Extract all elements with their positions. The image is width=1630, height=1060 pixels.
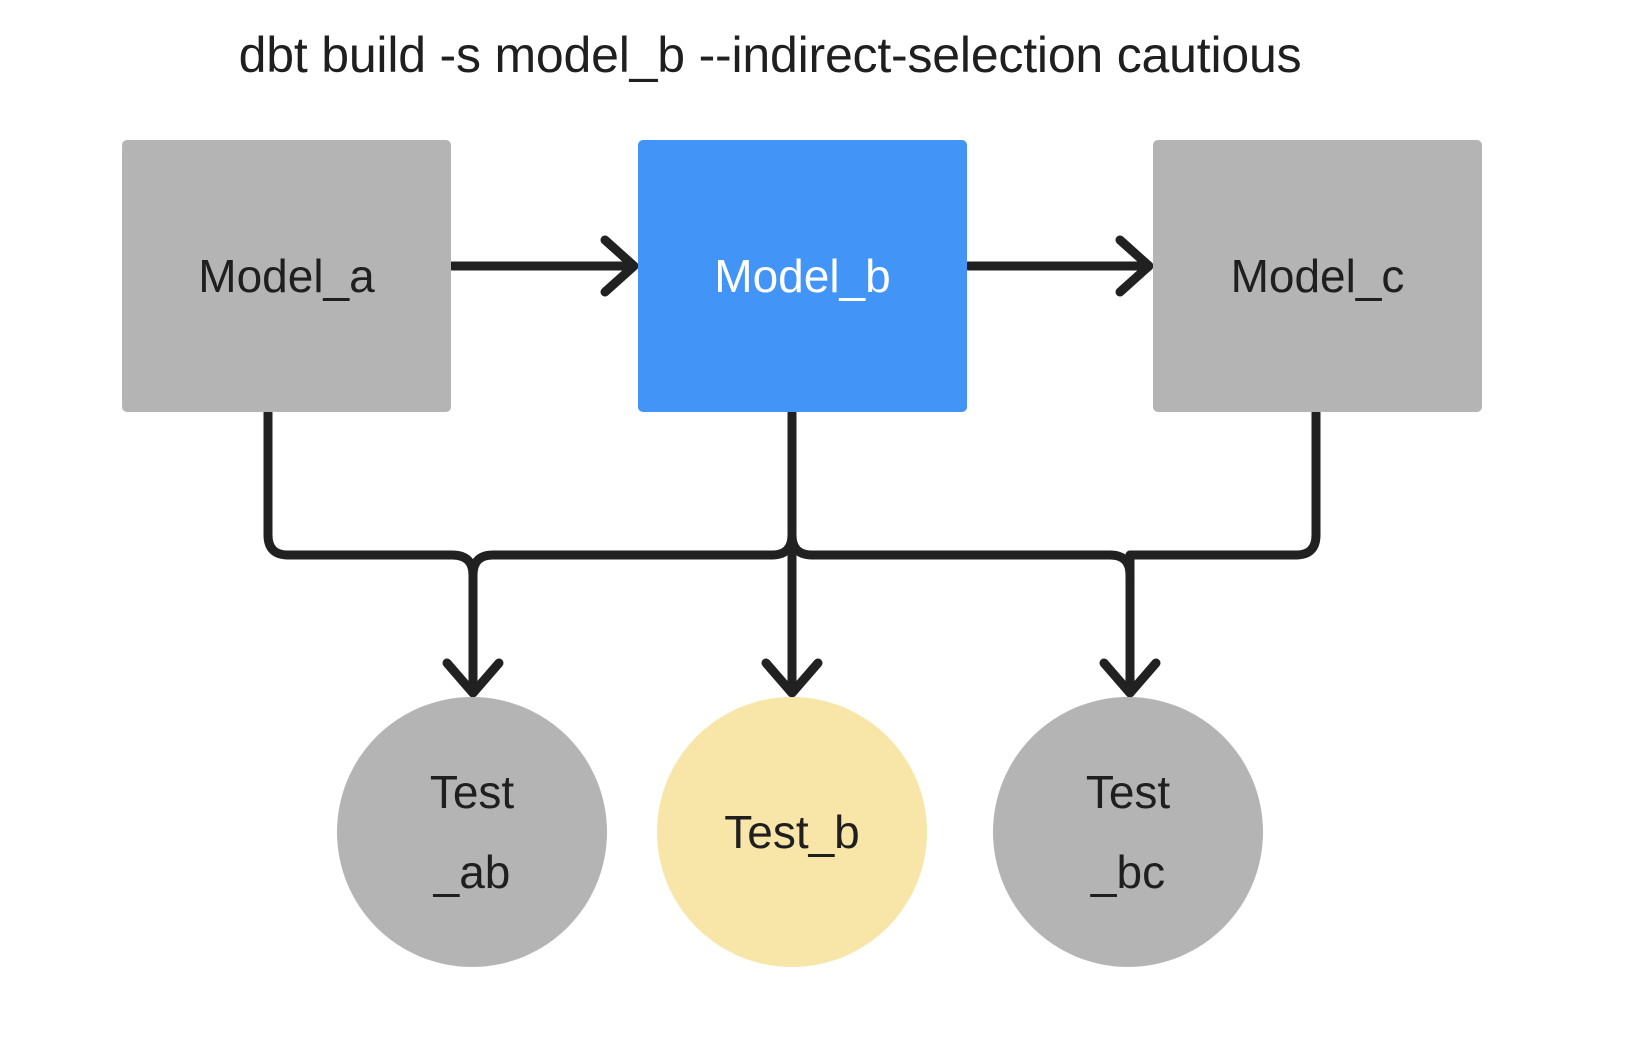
edge-bus-to-test-ab bbox=[447, 550, 478, 580]
node-model-a-label: Model_a bbox=[198, 249, 375, 302]
node-test-ab-label: Test _ab bbox=[429, 765, 515, 899]
node-model-c-label: Model_c bbox=[1230, 249, 1405, 302]
node-test-b-label: Test_b bbox=[724, 805, 860, 858]
node-test-b[interactable]: Test_b bbox=[657, 697, 927, 967]
node-test-ab[interactable]: Test _ab bbox=[337, 697, 607, 967]
edge-model-b-to-test-ab bbox=[442, 530, 797, 698]
edge-model-b-to-test-b bbox=[761, 408, 823, 698]
edge-model-b-to-test-bc bbox=[787, 530, 1161, 698]
edge-model-b-to-model-c bbox=[963, 235, 1154, 297]
node-model-b-label: Model_b bbox=[714, 249, 891, 302]
node-test-bc-label: Test _bc bbox=[1085, 765, 1171, 899]
node-model-c[interactable]: Model_c bbox=[1153, 140, 1482, 412]
edge-model-c-to-test-bc bbox=[1125, 408, 1321, 560]
edge-model-a-to-model-b bbox=[447, 235, 639, 297]
node-test-bc[interactable]: Test _bc bbox=[993, 697, 1263, 967]
edge-model-a-to-test-ab bbox=[263, 408, 457, 560]
node-model-a[interactable]: Model_a bbox=[122, 140, 451, 412]
node-model-b[interactable]: Model_b bbox=[638, 140, 967, 412]
diagram-title: dbt build -s model_b --indirect-selectio… bbox=[238, 27, 1302, 83]
